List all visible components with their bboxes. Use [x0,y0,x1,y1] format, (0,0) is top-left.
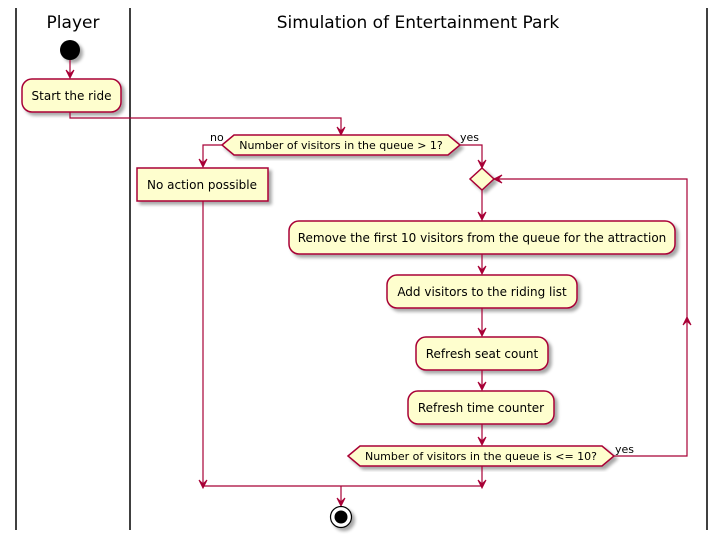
arrowhead [477,211,487,222]
activity-start-ride [21,78,122,113]
arrowhead [477,327,487,338]
edge-no-branch [202,144,222,165]
edge-yes-branch [460,144,483,166]
arrowhead [477,381,487,392]
arrowhead [336,497,346,508]
decision-queue-gt-1-label: Number of visitors in the queue > 1? [239,139,443,152]
lane-title-player: Player [47,13,100,33]
arrowhead-up [682,315,692,326]
activity-no-action-label: No action possible [147,178,257,192]
arrowhead [198,479,208,490]
decision-queue-le-10-label: Number of visitors in the queue is <= 10… [365,450,597,463]
end-node [329,505,353,529]
activity-refresh-time [407,390,555,425]
arrowhead [65,69,75,80]
edge-ride-to-decision [69,112,342,133]
branch-label-yes: yes [460,131,479,144]
arrowhead [477,159,487,170]
arrowhead [477,479,487,490]
activity-refresh-seat-label: Refresh seat count [426,347,539,361]
lane-title-simulation: Simulation of Entertainment Park [277,13,560,33]
branch-label-no: no [210,131,224,144]
arrowhead [336,126,346,137]
activity-add-visitors-label: Add visitors to the riding list [397,285,567,299]
activity-refresh-time-label: Refresh time counter [418,401,544,415]
activity-remove-visitors-label: Remove the first 10 visitors from the qu… [298,231,667,245]
arrowhead [198,158,208,169]
activity-no-action [136,167,269,202]
start-node [60,40,80,60]
loop-label-yes: yes [615,443,634,456]
arrowhead-left [492,174,503,184]
arrowhead [477,265,487,276]
loop-merge-diamond [468,166,496,192]
activity-start-ride-label: Start the ride [32,89,112,103]
arrowhead [477,436,487,447]
